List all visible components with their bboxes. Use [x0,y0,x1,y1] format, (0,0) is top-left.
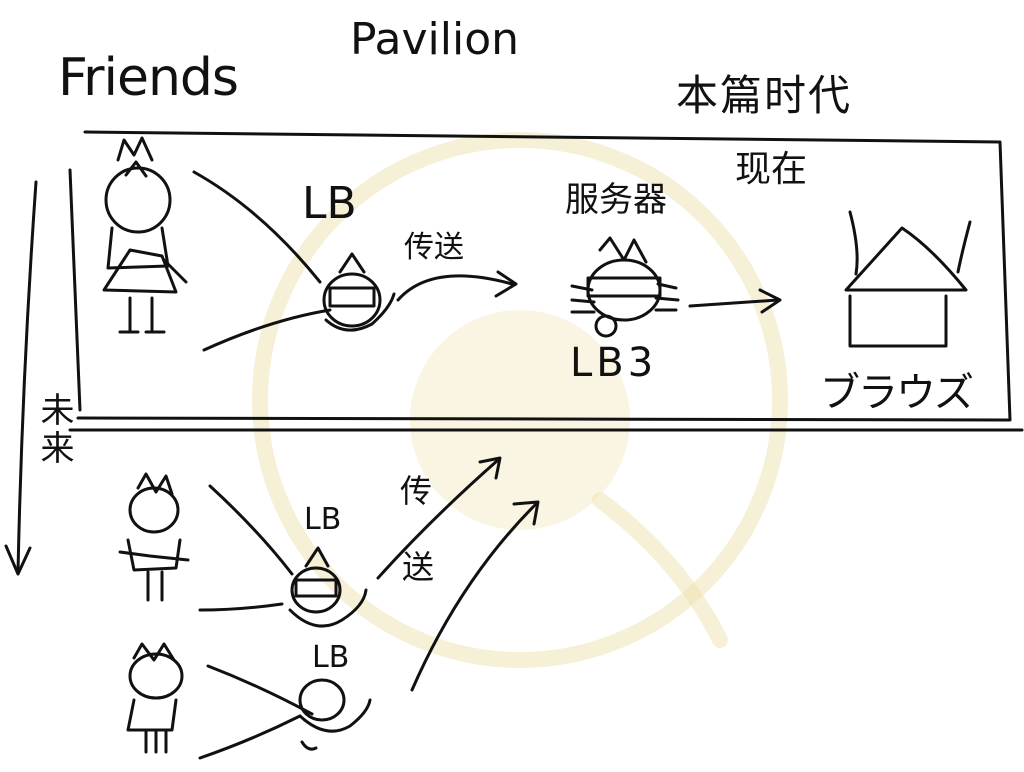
lb-character-top [322,252,396,332]
arrow-to-browse [688,288,782,314]
transmit-label-future-1: 传 [400,472,433,510]
era-label: 本篇时代 [676,71,853,120]
lb-label-mid: LB [304,502,342,537]
transmit-arrow-top [396,270,518,302]
friend-character-top [102,136,188,334]
transmit-label-top: 传送 [404,230,464,265]
lb-label-low: LB [312,640,350,675]
time-arrow [4,180,38,576]
friends-label: Friends [58,48,239,108]
lb3-label: LB3 [570,340,658,386]
link-line [192,170,322,284]
lb-character-mid [288,546,368,628]
server-label: 服务器 [565,180,667,220]
future-label: 未来 [34,392,74,468]
lb-label-top: LB [302,178,357,229]
link-line [202,308,332,352]
browse-label: ブラウズ [820,370,974,416]
friend-character-low [126,642,184,754]
browse-house [844,210,972,348]
server-character [570,236,680,338]
link-line [208,484,294,576]
transmit-label-future-2: 送 [402,548,435,586]
transmit-arrow-future-2 [410,500,540,692]
present-frame [68,130,1024,432]
link-line [198,714,302,760]
friend-character-mid [118,472,190,602]
pavilion-label: Pavilion [350,14,520,65]
link-line [198,602,284,612]
now-label: 现在 [735,149,808,190]
transmit-arrow-future-1 [376,456,502,580]
link-line [206,664,314,716]
lb-character-low [298,678,372,751]
